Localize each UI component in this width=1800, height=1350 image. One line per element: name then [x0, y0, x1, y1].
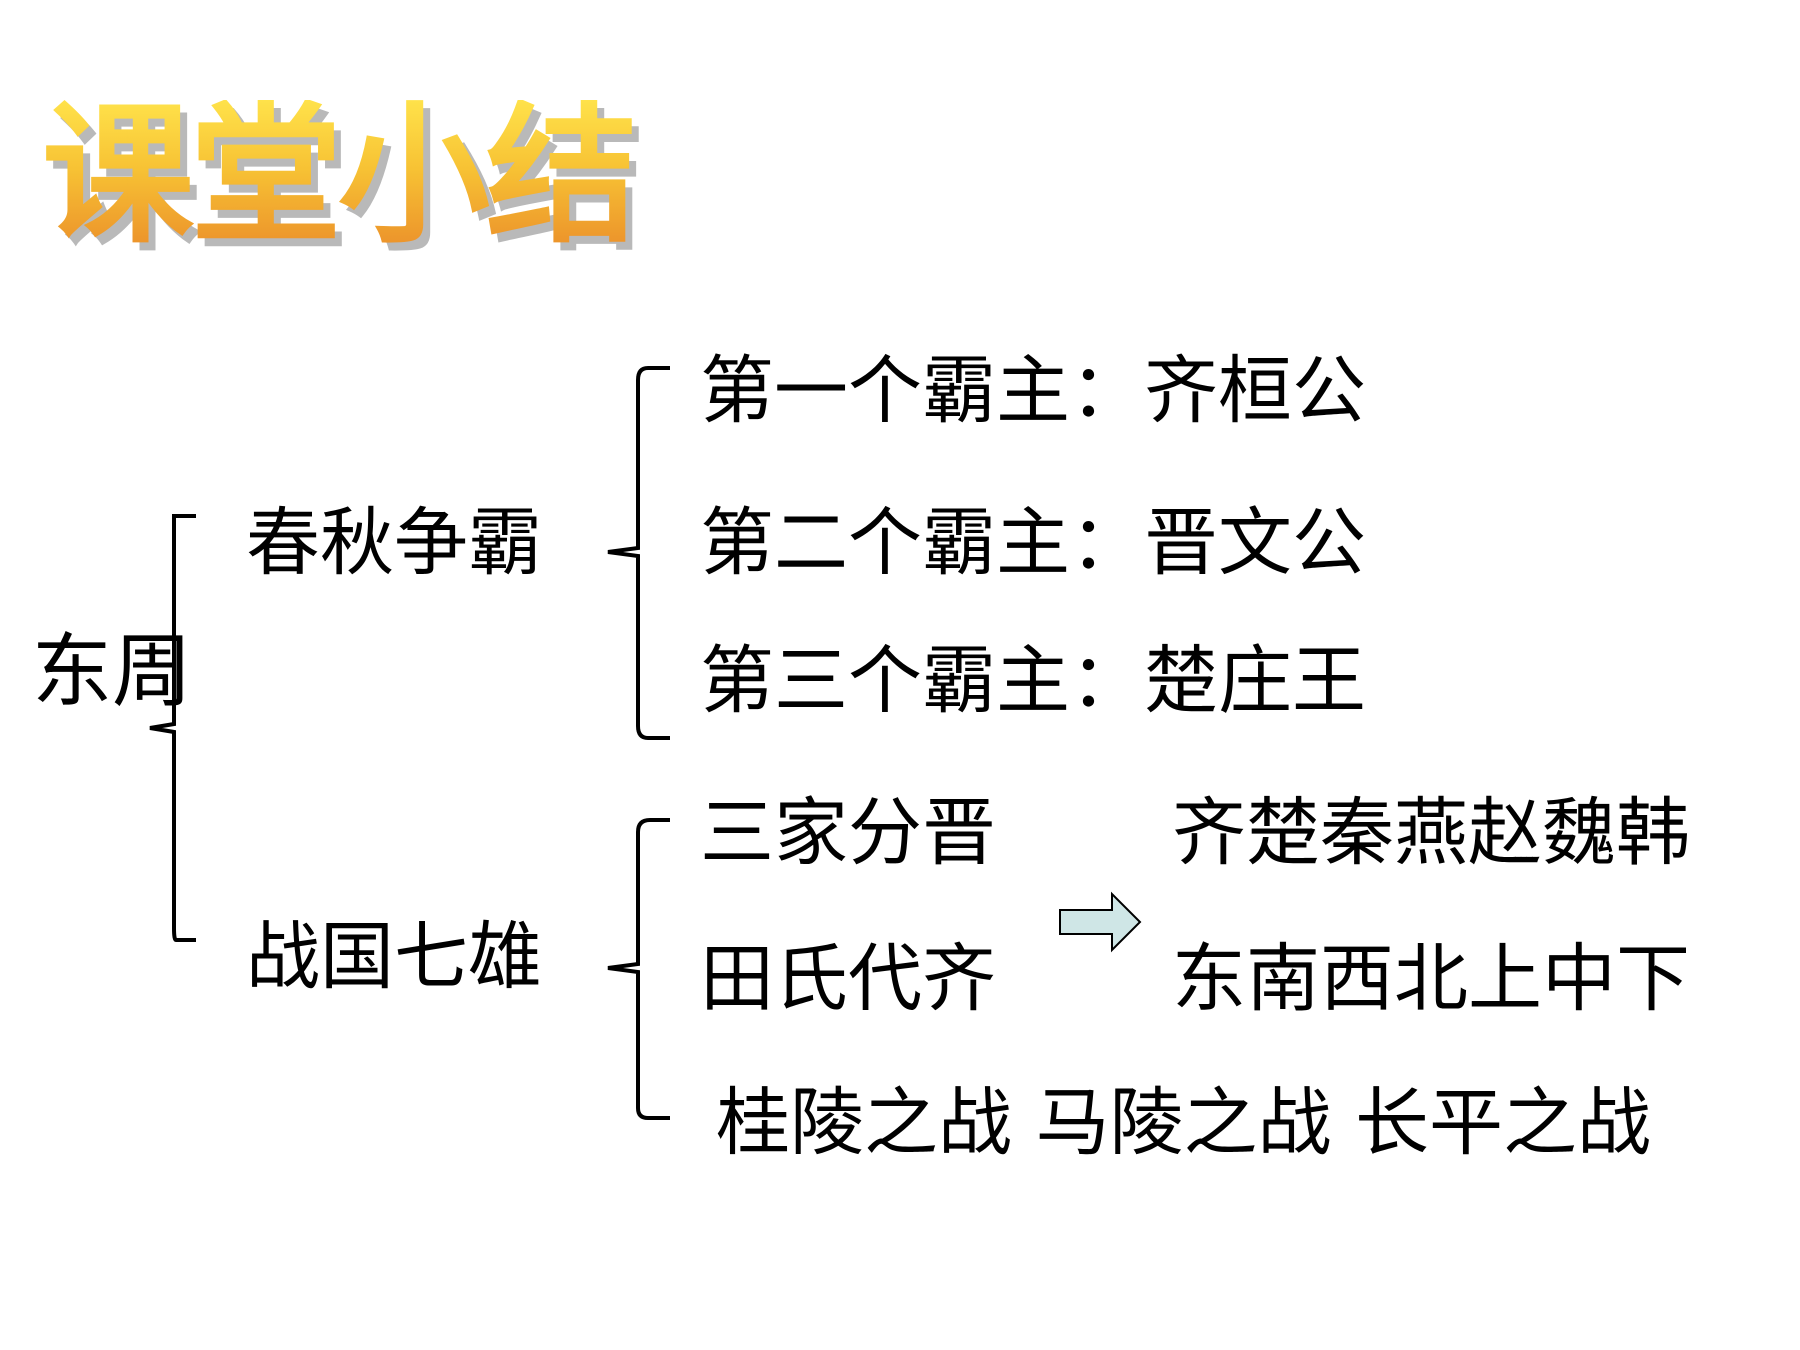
arrow-right-icon — [1059, 891, 1142, 953]
chunqiu-brace — [607, 366, 670, 740]
chunqiu-item: 第二个霸主：晋文公 — [700, 500, 1366, 586]
seven-states-text: 齐楚秦燕赵魏韩 — [1172, 790, 1690, 876]
root-node: 东周 — [32, 625, 192, 718]
branch-chunqiu-label: 春秋争霸 — [246, 500, 542, 586]
zhanguo-item: 桂陵之战 马陵之战 长平之战 — [716, 1080, 1652, 1166]
zhanguo-item: 田氏代齐 — [700, 936, 996, 1022]
chunqiu-item: 第三个霸主：楚庄王 — [700, 638, 1366, 724]
zhanguo-brace — [607, 818, 670, 1120]
states-mnemonic-text: 东南西北上中下 — [1172, 936, 1690, 1022]
root-brace — [149, 514, 196, 942]
slide-title: 课堂小结 — [42, 87, 638, 264]
zhanguo-item: 三家分晋 — [700, 790, 996, 876]
chunqiu-item: 第一个霸主：齐桓公 — [700, 348, 1366, 434]
branch-zhanguo-label: 战国七雄 — [246, 914, 542, 1000]
